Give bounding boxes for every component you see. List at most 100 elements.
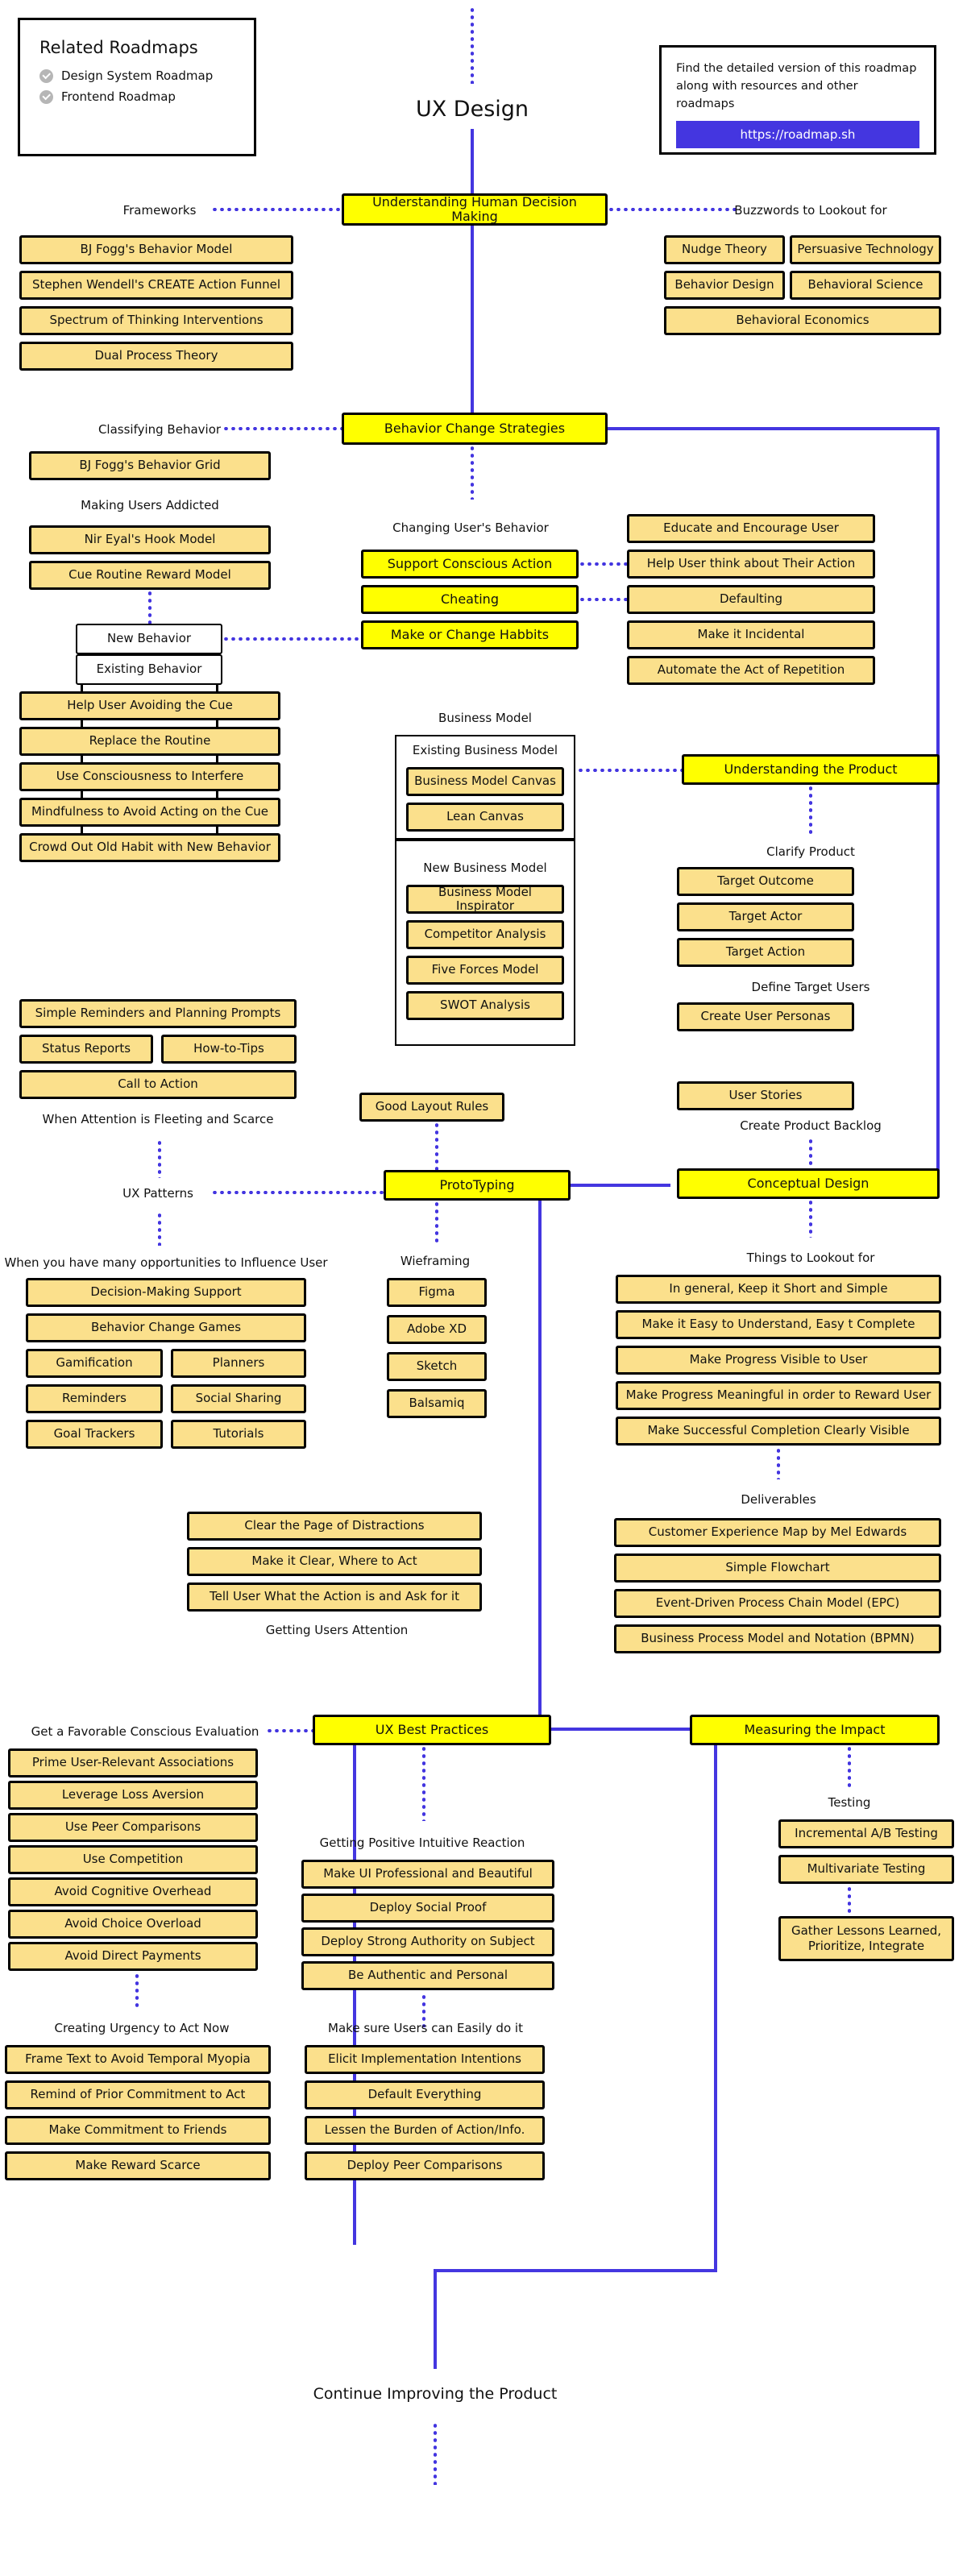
node-nudge-theory[interactable]: Nudge Theory	[664, 235, 785, 264]
node-behavioral-economics[interactable]: Behavioral Economics	[664, 306, 941, 335]
node-use-consciousness-to-interfere[interactable]: Use Consciousness to Interfere	[19, 762, 280, 791]
node-tutorials[interactable]: Tutorials	[171, 1420, 306, 1449]
node-avoid-choice-overload[interactable]: Avoid Choice Overload	[8, 1910, 258, 1939]
node-prime-user-relevant-associations[interactable]: Prime User-Relevant Associations	[8, 1748, 258, 1777]
node-conceptual-design[interactable]: Conceptual Design	[677, 1168, 940, 1199]
node-bpmn[interactable]: Business Process Model and Notation (BPM…	[614, 1624, 941, 1653]
roadmap-url-button[interactable]: https://roadmap.sh	[676, 121, 919, 149]
node-remind-prior-commitment[interactable]: Remind of Prior Commitment to Act	[5, 2080, 271, 2109]
node-spectrum-thinking-interventions[interactable]: Spectrum of Thinking Interventions	[19, 306, 293, 335]
node-gather-lessons-learned[interactable]: Gather Lessons Learned, Prioritize, Inte…	[778, 1916, 954, 1961]
node-behavioral-science[interactable]: Behavioral Science	[790, 271, 941, 300]
node-multivariate-testing[interactable]: Multivariate Testing	[778, 1855, 954, 1884]
node-support-conscious-action[interactable]: Support Conscious Action	[361, 550, 579, 579]
node-reminders[interactable]: Reminders	[26, 1384, 163, 1413]
label-continue-improving-product: Continue Improving the Product	[313, 2385, 558, 2403]
node-default-everything[interactable]: Default Everything	[305, 2080, 545, 2109]
node-prototyping[interactable]: ProtoTyping	[384, 1170, 571, 1201]
node-be-authentic-and-personal[interactable]: Be Authentic and Personal	[301, 1961, 554, 1990]
node-swot-analysis[interactable]: SWOT Analysis	[406, 991, 564, 1020]
node-measuring-the-impact[interactable]: Measuring the Impact	[690, 1715, 940, 1745]
node-lessen-burden-of-action[interactable]: Lessen the Burden of Action/Info.	[305, 2116, 545, 2145]
node-behavior-change-games[interactable]: Behavior Change Games	[26, 1313, 306, 1342]
node-make-ui-professional-beautiful[interactable]: Make UI Professional and Beautiful	[301, 1860, 554, 1889]
node-ux-best-practices[interactable]: UX Best Practices	[313, 1715, 551, 1745]
related-roadmap-item[interactable]: Frontend Roadmap	[39, 89, 234, 104]
node-make-completion-visible[interactable]: Make Successful Completion Clearly Visib…	[616, 1417, 941, 1446]
node-five-forces-model[interactable]: Five Forces Model	[406, 956, 564, 985]
node-deploy-strong-authority[interactable]: Deploy Strong Authority on Subject	[301, 1927, 554, 1956]
node-nir-eyal-hook-model[interactable]: Nir Eyal's Hook Model	[29, 525, 271, 554]
node-make-progress-visible[interactable]: Make Progress Visible to User	[616, 1346, 941, 1375]
node-deploy-peer-comparisons[interactable]: Deploy Peer Comparisons	[305, 2151, 545, 2180]
related-roadmap-item[interactable]: Design System Roadmap	[39, 68, 234, 83]
node-lean-canvas[interactable]: Lean Canvas	[406, 803, 564, 832]
node-business-model-inspirator[interactable]: Business Model Inspirator	[406, 885, 564, 914]
node-crowd-out-old-habit[interactable]: Crowd Out Old Habit with New Behavior	[19, 833, 280, 862]
node-clear-page-of-distractions[interactable]: Clear the Page of Distractions	[187, 1512, 482, 1541]
node-help-user-avoiding-cue[interactable]: Help User Avoiding the Cue	[19, 691, 280, 720]
node-make-or-change-habbits[interactable]: Make or Change Habbits	[361, 620, 579, 649]
node-dual-process-theory[interactable]: Dual Process Theory	[19, 342, 293, 371]
node-decision-making-support[interactable]: Decision-Making Support	[26, 1278, 306, 1307]
node-educate-and-encourage-user[interactable]: Educate and Encourage User	[627, 514, 875, 543]
node-gamification[interactable]: Gamification	[26, 1349, 163, 1378]
node-simple-reminders-planning-prompts[interactable]: Simple Reminders and Planning Prompts	[19, 999, 297, 1028]
node-make-reward-scarce[interactable]: Make Reward Scarce	[5, 2151, 271, 2180]
node-avoid-cognitive-overhead[interactable]: Avoid Cognitive Overhead	[8, 1877, 258, 1906]
node-good-layout-rules[interactable]: Good Layout Rules	[359, 1093, 504, 1122]
node-make-commitment-to-friends[interactable]: Make Commitment to Friends	[5, 2116, 271, 2145]
node-target-action[interactable]: Target Action	[677, 938, 854, 967]
node-competitor-analysis[interactable]: Competitor Analysis	[406, 920, 564, 949]
node-existing-behavior[interactable]: Existing Behavior	[76, 654, 222, 685]
node-deploy-social-proof[interactable]: Deploy Social Proof	[301, 1894, 554, 1923]
node-adobe-xd[interactable]: Adobe XD	[387, 1315, 487, 1344]
node-create-action-funnel[interactable]: Stephen Wendell's CREATE Action Funnel	[19, 271, 293, 300]
node-target-outcome[interactable]: Target Outcome	[677, 867, 854, 896]
node-goal-trackers[interactable]: Goal Trackers	[26, 1420, 163, 1449]
node-how-to-tips[interactable]: How-to-Tips	[161, 1035, 297, 1064]
node-help-user-think-about-action[interactable]: Help User think about Their Action	[627, 550, 875, 579]
node-epc-model[interactable]: Event-Driven Process Chain Model (EPC)	[614, 1589, 941, 1618]
node-tell-user-what-action-is[interactable]: Tell User What the Action is and Ask for…	[187, 1583, 482, 1612]
node-make-progress-meaningful[interactable]: Make Progress Meaningful in order to Rew…	[616, 1381, 941, 1410]
node-leverage-loss-aversion[interactable]: Leverage Loss Aversion	[8, 1781, 258, 1810]
node-sketch[interactable]: Sketch	[387, 1352, 487, 1381]
node-planners[interactable]: Planners	[171, 1349, 306, 1378]
node-status-reports[interactable]: Status Reports	[19, 1035, 153, 1064]
node-behavior-design[interactable]: Behavior Design	[664, 271, 785, 300]
node-use-competition[interactable]: Use Competition	[8, 1845, 258, 1874]
node-bj-fogg-behavior-model[interactable]: BJ Fogg's Behavior Model	[19, 235, 293, 264]
node-make-it-clear-where-to-act[interactable]: Make it Clear, Where to Act	[187, 1547, 482, 1576]
node-simple-flowchart[interactable]: Simple Flowchart	[614, 1553, 941, 1583]
node-keep-it-short-and-simple[interactable]: In general, Keep it Short and Simple	[616, 1275, 941, 1304]
node-customer-experience-map[interactable]: Customer Experience Map by Mel Edwards	[614, 1518, 941, 1547]
node-easy-to-understand-complete[interactable]: Make it Easy to Understand, Easy t Compl…	[616, 1310, 941, 1339]
node-new-behavior[interactable]: New Behavior	[76, 624, 222, 654]
node-defaulting[interactable]: Defaulting	[627, 585, 875, 614]
node-call-to-action[interactable]: Call to Action	[19, 1070, 297, 1099]
node-figma[interactable]: Figma	[387, 1278, 487, 1307]
node-target-actor[interactable]: Target Actor	[677, 902, 854, 931]
node-understanding-the-product[interactable]: Understanding the Product	[682, 754, 940, 785]
node-replace-the-routine[interactable]: Replace the Routine	[19, 727, 280, 756]
node-avoid-direct-payments[interactable]: Avoid Direct Payments	[8, 1942, 258, 1971]
node-bj-fogg-behavior-grid[interactable]: BJ Fogg's Behavior Grid	[29, 451, 271, 480]
node-persuasive-technology[interactable]: Persuasive Technology	[790, 235, 941, 264]
node-frame-text-temporal-myopia[interactable]: Frame Text to Avoid Temporal Myopia	[5, 2045, 271, 2074]
node-understanding-human-decision-making[interactable]: Understanding Human Decision Making	[342, 193, 608, 226]
node-balsamiq[interactable]: Balsamiq	[387, 1389, 487, 1418]
node-cheating[interactable]: Cheating	[361, 585, 579, 614]
node-elicit-implementation-intentions[interactable]: Elicit Implementation Intentions	[305, 2045, 545, 2074]
node-social-sharing[interactable]: Social Sharing	[171, 1384, 306, 1413]
node-mindfulness-avoid-acting-cue[interactable]: Mindfulness to Avoid Acting on the Cue	[19, 798, 280, 827]
node-automate-act-of-repetition[interactable]: Automate the Act of Repetition	[627, 656, 875, 685]
node-incremental-ab-testing[interactable]: Incremental A/B Testing	[778, 1819, 954, 1848]
node-use-peer-comparisons[interactable]: Use Peer Comparisons	[8, 1813, 258, 1842]
node-behavior-change-strategies[interactable]: Behavior Change Strategies	[342, 413, 608, 445]
node-business-model-canvas[interactable]: Business Model Canvas	[406, 767, 564, 796]
node-create-user-personas[interactable]: Create User Personas	[677, 1002, 854, 1031]
node-user-stories[interactable]: User Stories	[677, 1081, 854, 1110]
node-cue-routine-reward-model[interactable]: Cue Routine Reward Model	[29, 561, 271, 590]
node-make-it-incidental[interactable]: Make it Incidental	[627, 620, 875, 649]
